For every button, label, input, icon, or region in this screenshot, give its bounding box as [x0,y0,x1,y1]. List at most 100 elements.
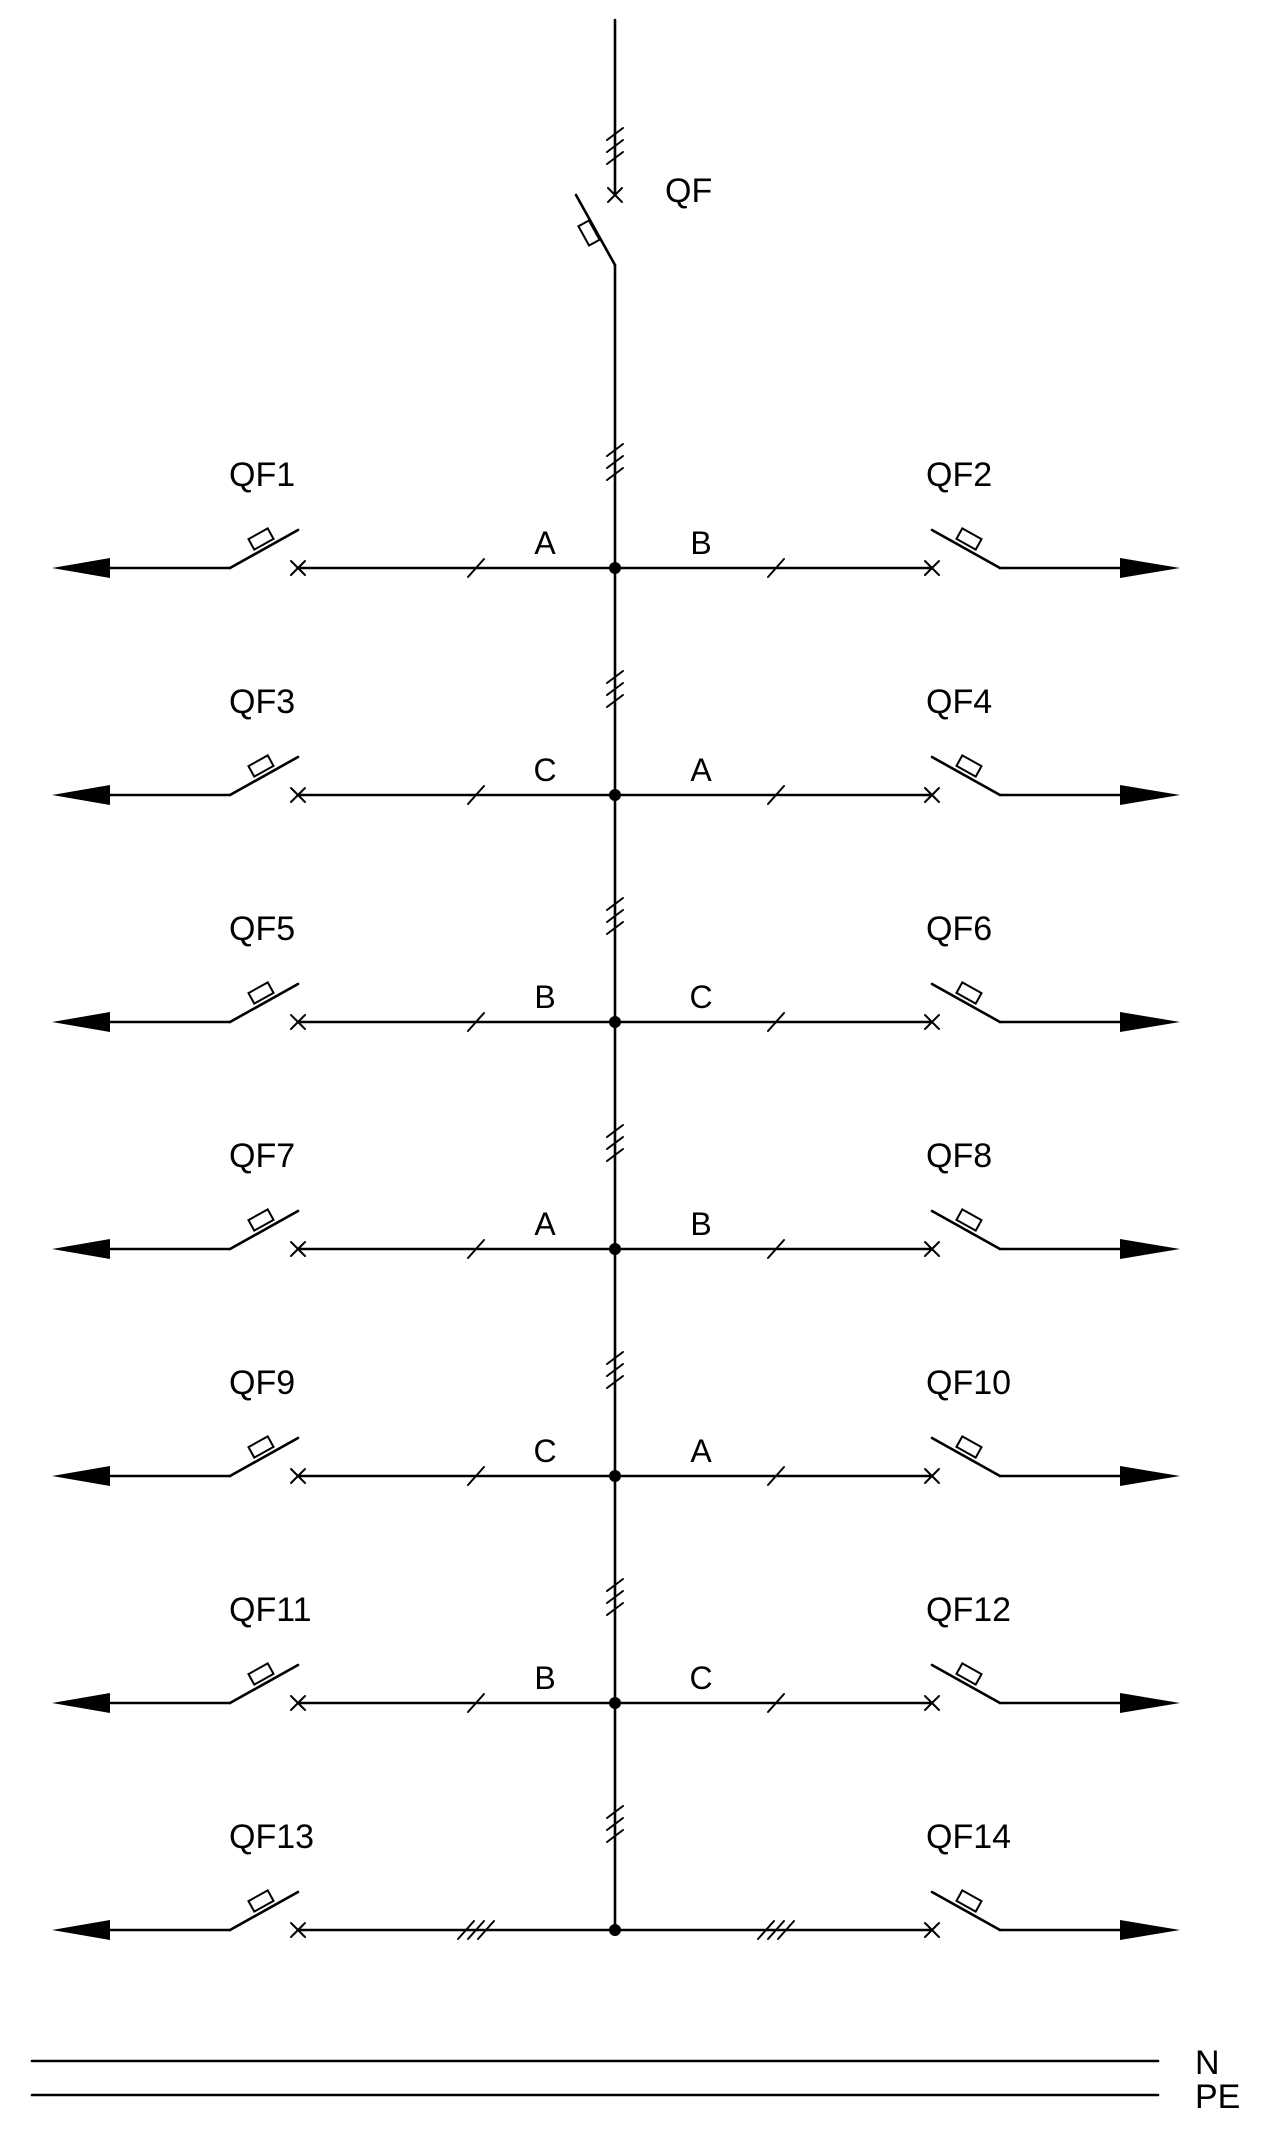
branch-row: QF13 QF14 [52,1805,1180,1940]
bus-line-label: PE [1195,2078,1240,2116]
left-phase-label: A [534,525,556,561]
right-breaker-trip-box [955,1435,983,1459]
right-breaker-label: QF4 [926,683,992,721]
right-breaker-trip-box [955,1662,983,1686]
left-breaker-blade [228,982,300,1024]
left-breaker-trip-box [247,754,275,778]
neutral-and-earth-lines: NPE [30,2044,1240,2116]
right-breaker-label: QF12 [926,1591,1011,1629]
right-phase-label: A [690,1433,712,1469]
bus-line-n: N [30,2044,1220,2082]
left-arrow-icon [52,785,110,805]
left-breaker-label: QF1 [229,456,295,494]
right-breaker-label: QF6 [926,910,992,948]
feeder-phase-ticks [606,127,624,165]
bus-phase-ticks [606,1578,624,1616]
left-branch: QF13 [52,1818,617,1940]
left-breaker-blade [228,1663,300,1705]
right-breaker-trip-box [955,527,983,551]
right-arrow-icon [1120,785,1180,805]
left-breaker-trip-box [247,1662,275,1686]
left-phase-label: C [533,752,556,788]
right-arrow-icon [1120,1920,1180,1940]
right-wire-ticks [757,1920,795,1940]
right-phase-label: C [689,979,712,1015]
right-breaker-trip-box [955,754,983,778]
bus-phase-ticks [606,1351,624,1389]
left-arrow-icon [52,1693,110,1713]
left-wire-ticks [467,1466,485,1486]
left-arrow-icon [52,558,110,578]
left-phase-label: A [534,1206,556,1242]
left-breaker-trip-box [247,527,275,551]
main-breaker-symbol [574,193,617,267]
bus-line-pe: PE [30,2078,1240,2116]
left-breaker-blade [228,1436,300,1478]
right-breaker-blade [930,528,1002,570]
right-wire-ticks [767,1693,785,1713]
left-arrow-icon [52,1012,110,1032]
left-breaker-label: QF7 [229,1137,295,1175]
right-phase-label: A [690,752,712,788]
left-breaker-trip-box [247,1435,275,1459]
right-breaker-trip-box [955,981,983,1005]
left-phase-label: C [533,1433,556,1469]
left-breaker-blade [228,1209,300,1251]
right-arrow-icon [1120,1693,1180,1713]
right-wire-ticks [767,1012,785,1032]
left-wire-ticks [467,558,485,578]
bus-phase-ticks [606,1124,624,1162]
left-breaker-label: QF11 [229,1591,312,1629]
main-feeder: QF [574,18,712,1934]
left-breaker-trip-box [247,1889,275,1913]
bus-phase-ticks [606,1805,624,1843]
left-arrow-icon [52,1466,110,1486]
left-wire-ticks [457,1920,495,1940]
right-arrow-icon [1120,558,1180,578]
branch-rows: QF1AQF2BQF3CQF4AQF5BQF6CQF7AQF8BQF9CQF10… [52,443,1180,1940]
right-breaker-label: QF2 [926,456,992,494]
right-phase-label: B [690,525,711,561]
right-wire-ticks [767,1466,785,1486]
bus-phase-ticks [606,897,624,935]
right-breaker-blade [930,755,1002,797]
left-wire-ticks [467,1239,485,1259]
left-breaker-blade [228,528,300,570]
right-phase-label: B [690,1206,711,1242]
left-wire-ticks [467,1693,485,1713]
left-breaker-blade [228,755,300,797]
left-wire-ticks [467,785,485,805]
right-breaker-label: QF10 [926,1364,1011,1402]
main-breaker-cross-icon [607,187,623,203]
right-phase-label: C [689,1660,712,1696]
left-phase-label: B [534,1660,555,1696]
right-wire-ticks [767,1239,785,1259]
left-arrow-icon [52,1239,110,1259]
left-breaker-label: QF9 [229,1364,295,1402]
bus-phase-ticks [606,670,624,708]
right-breaker-label: QF14 [926,1818,1011,1856]
left-breaker-blade [228,1890,300,1932]
right-breaker-blade [930,982,1002,1024]
left-breaker-trip-box [247,981,275,1005]
right-breaker-blade [930,1663,1002,1705]
right-breaker-blade [930,1436,1002,1478]
right-breaker-trip-box [955,1889,983,1913]
right-arrow-icon [1120,1239,1180,1259]
